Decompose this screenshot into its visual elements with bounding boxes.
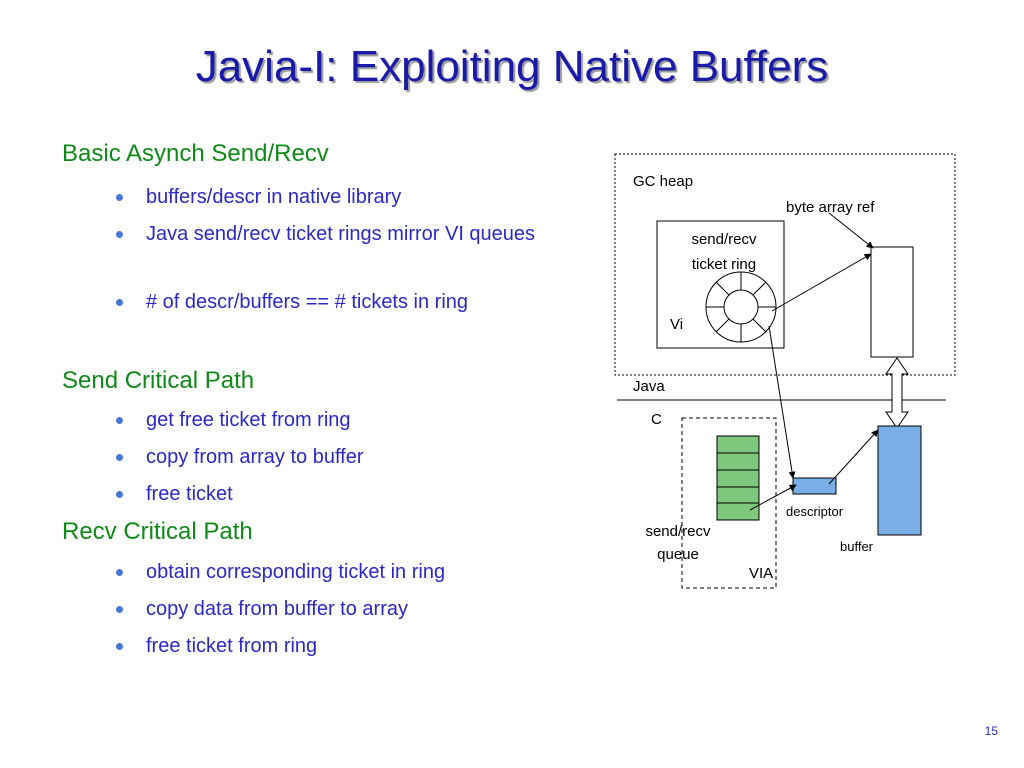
byte-array-ref-label: byte array ref (786, 199, 875, 216)
ring-label-line1: send/recv (691, 231, 757, 248)
c-label: C (651, 411, 662, 428)
queue-label-line2: queue (657, 546, 699, 563)
queue-label-line1: send/recv (645, 523, 711, 540)
ticket-ring (705, 271, 777, 343)
buffer-label: buffer (840, 539, 874, 554)
bullet-item: obtain corresponding ticket in ring (115, 557, 445, 587)
descriptor-label: descriptor (786, 504, 844, 519)
bullet-item: free ticket from ring (115, 631, 317, 661)
buffer-rect (877, 425, 922, 536)
bullet-item: buffers/descr in native library (115, 182, 401, 212)
section-heading-send: Send Critical Path (62, 367, 255, 394)
bullet-item: Java send/recv ticket rings mirror VI qu… (116, 219, 566, 249)
ring-to-array-arrow (771, 253, 872, 312)
section-heading-basic: Basic Asynch Send/Recv (62, 140, 329, 167)
descriptor-to-buffer-arrow (828, 429, 879, 485)
gc-heap-box (614, 153, 956, 376)
via-box (681, 417, 777, 589)
bullet-item: free ticket (116, 479, 233, 509)
send-recv-queue (716, 435, 760, 521)
section-heading-recv: Recv Critical Path (62, 518, 253, 545)
via-label: VIA (749, 565, 773, 582)
page-number: 15 (984, 724, 998, 738)
ring-label-line2: ticket ring (692, 256, 756, 273)
byte-array-ref-arrow (828, 212, 874, 249)
copy-double-arrow (885, 357, 909, 429)
ring-to-descriptor-arrow (768, 325, 796, 479)
slide-title: Javia-I: Exploiting Native Buffers (195, 42, 829, 91)
gc-heap-label: GC heap (633, 173, 693, 190)
bullet-item: copy data from buffer to array (116, 594, 408, 624)
byte-array-rect (870, 246, 914, 358)
bullet-item: get free ticket from ring (116, 405, 351, 435)
bullet-item: copy from array to buffer (116, 442, 364, 472)
descriptor-rect (792, 477, 837, 495)
bullet-item: # of descr/buffers == # tickets in ring (115, 287, 468, 317)
java-label: Java (633, 378, 665, 395)
queue-to-descriptor-arrow (749, 484, 797, 511)
vi-label: Vi (670, 316, 683, 333)
